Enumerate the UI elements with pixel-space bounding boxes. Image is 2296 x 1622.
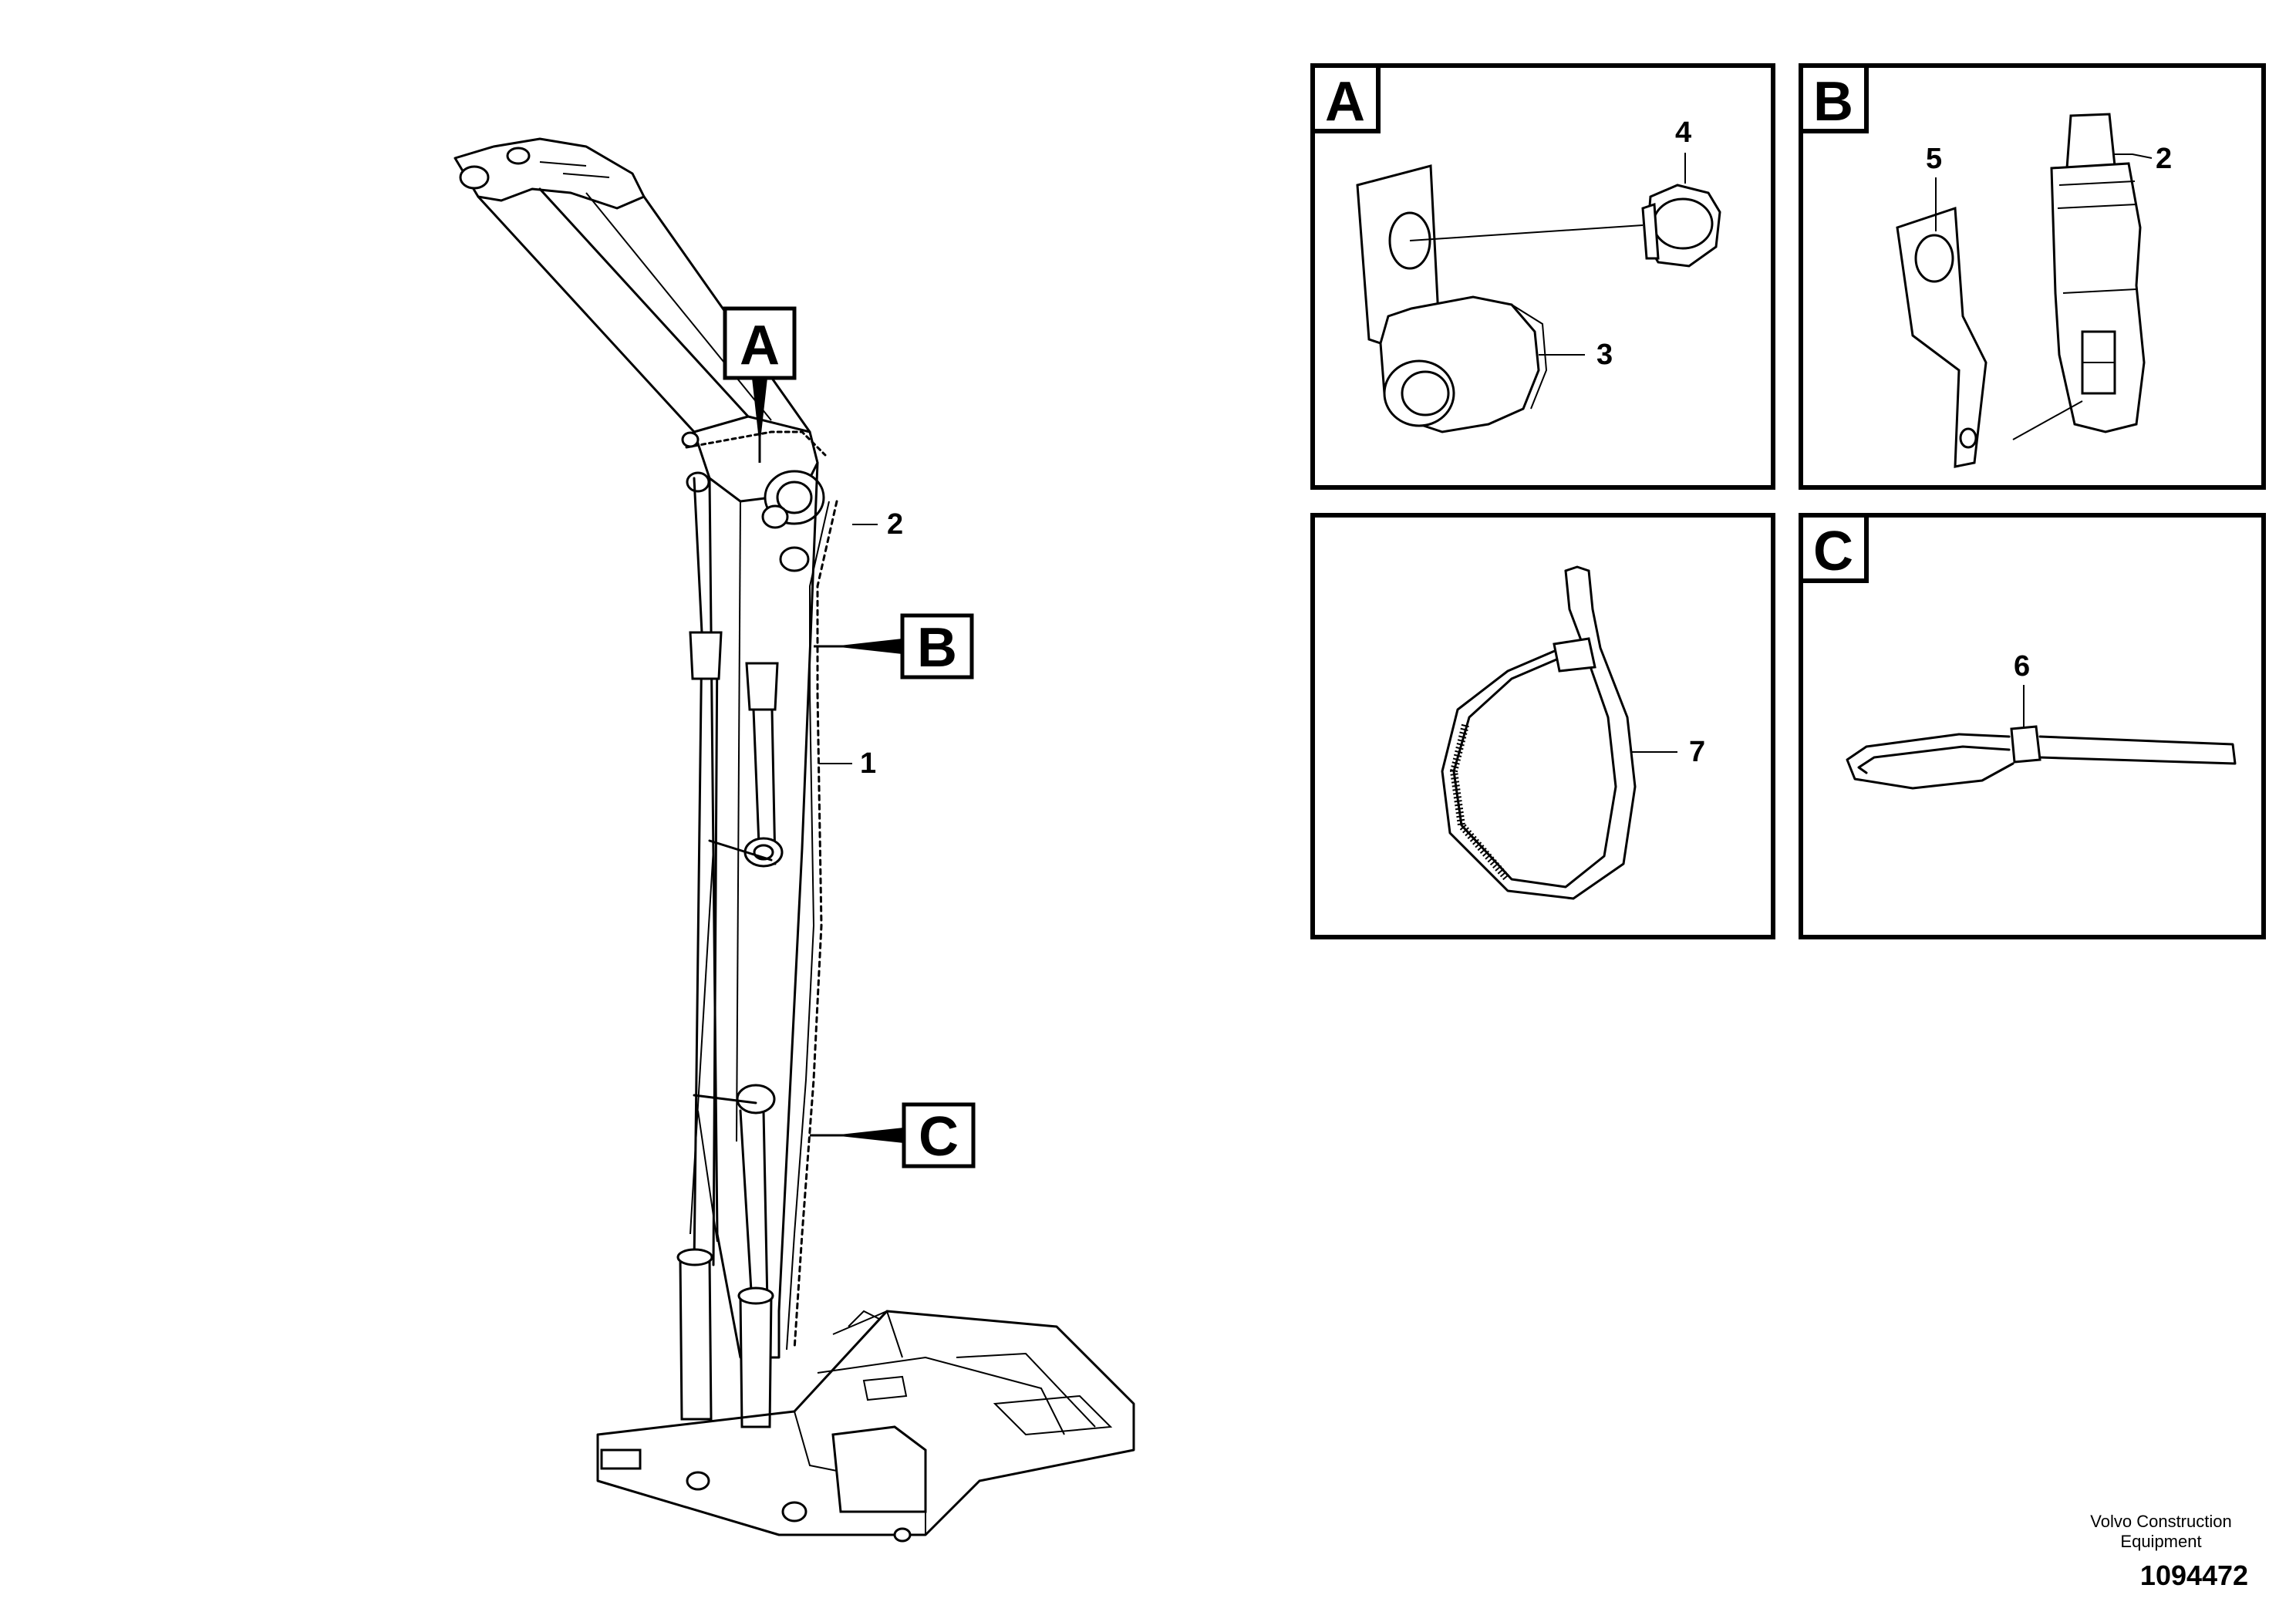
detail-panel-B: B 5 2	[1799, 63, 2266, 490]
view-marker-B-label: B	[917, 617, 957, 679]
callout-2-main: 2	[852, 508, 903, 541]
view-marker-C-label: C	[919, 1106, 959, 1168]
detail-panel-A: A 4 3	[1310, 63, 1775, 490]
detail-panel-cable-tie: 7	[1310, 513, 1775, 939]
detail-A-letter: A	[1325, 71, 1365, 133]
view-marker-A: A	[723, 306, 797, 463]
detail-C-letter: C	[1813, 521, 1853, 582]
callout-2-main-label: 2	[887, 508, 903, 541]
view-marker-B: B	[814, 613, 974, 679]
view-marker-A-label: A	[740, 315, 780, 376]
callout-7-label: 7	[1689, 736, 1705, 768]
company-name: Volvo Construction Equipment	[2061, 1512, 2261, 1552]
company-name-line1: Volvo Construction	[2090, 1512, 2232, 1531]
view-marker-C: C	[810, 1102, 976, 1168]
callout-1-label: 1	[860, 747, 876, 780]
callout-2-detail-label: 2	[2156, 143, 2172, 175]
company-name-line2: Equipment	[2120, 1532, 2202, 1551]
callout-5-label: 5	[1926, 143, 1942, 175]
callout-4-label: 4	[1675, 116, 1691, 149]
callout-6-label: 6	[2014, 650, 2030, 683]
detail-panel-C: C 6	[1799, 513, 2266, 939]
callout-3-label: 3	[1596, 339, 1613, 371]
detail-B-letter: B	[1813, 71, 1853, 133]
figure-number: 1094472	[2139, 1560, 2249, 1591]
callout-1: 1	[819, 747, 876, 780]
